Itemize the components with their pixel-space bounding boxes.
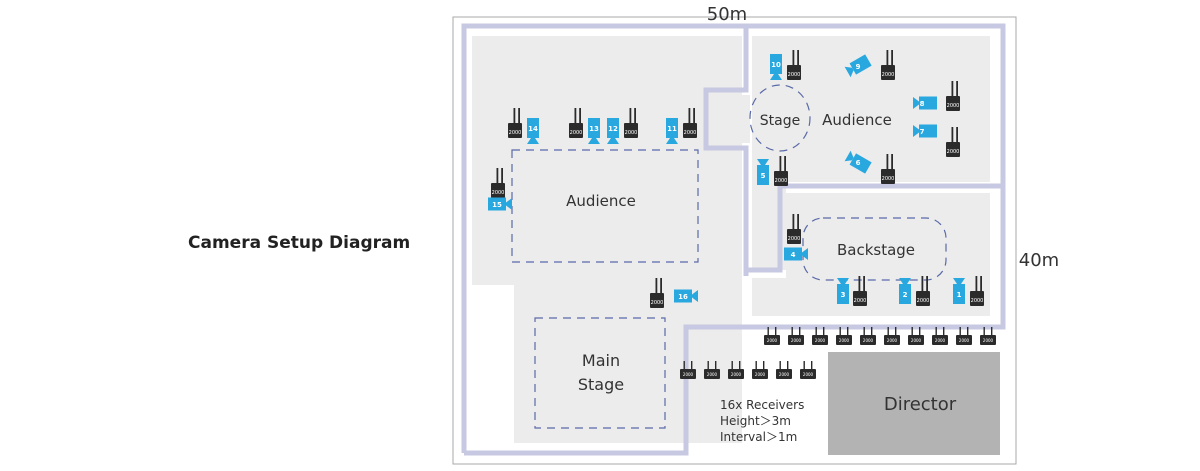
camera-11-icon	[666, 118, 678, 144]
camera-8-icon	[913, 96, 937, 110]
audience-left-label: Audience	[566, 192, 636, 210]
camera-number: 9	[856, 63, 861, 71]
camera-number: 12	[608, 125, 618, 133]
camera-number: 2	[903, 291, 908, 299]
camera-number: 6	[856, 159, 861, 167]
receiver-note-2: Height＞3m	[720, 414, 791, 428]
camera-4-icon	[784, 247, 808, 261]
main-stage-label-1: Main	[582, 351, 620, 370]
camera-14-icon	[527, 118, 539, 144]
camera-12-icon	[607, 118, 619, 144]
camera-3-icon	[837, 278, 849, 304]
camera-number: 3	[841, 291, 846, 299]
camera-number: 7	[920, 128, 925, 136]
camera-7-icon	[913, 124, 937, 138]
camera-number: 15	[492, 201, 502, 209]
walls	[461, 23, 1006, 456]
backstage-label: Backstage	[837, 241, 915, 259]
camera-number: 14	[528, 125, 538, 133]
camera-number: 4	[791, 251, 796, 259]
camera-number: 10	[771, 61, 781, 69]
director-room	[828, 352, 1000, 455]
height-label: 40m	[1019, 250, 1059, 271]
camera-5-icon	[757, 159, 769, 185]
diagram-title: Camera Setup Diagram	[188, 233, 411, 253]
main-stage-label-2: Stage	[578, 375, 624, 394]
camera-1-icon	[953, 278, 965, 304]
camera-number: 16	[678, 293, 688, 301]
audience-top-label: Audience	[822, 111, 892, 129]
camera-number: 5	[761, 172, 766, 180]
stage-label: Stage	[760, 113, 800, 129]
camera-number: 11	[667, 125, 677, 133]
width-label: 50m	[707, 4, 747, 25]
camera-2-icon	[899, 278, 911, 304]
receiver-note-3: Interval＞1m	[720, 430, 797, 444]
camera-10-icon	[770, 54, 782, 80]
camera-number: 1	[957, 291, 962, 299]
camera-15-icon	[488, 197, 512, 211]
camera-16-icon	[674, 289, 698, 303]
camera-9-icon	[844, 54, 872, 78]
camera-13-icon	[588, 118, 600, 144]
camera-number: 8	[920, 100, 925, 108]
device-layer: 14 13 12 11 15 16 10 9 8 7 6 5 4 3 2 1	[488, 50, 996, 379]
receiver-note-1: 16x Receivers	[720, 398, 804, 412]
camera-number: 13	[589, 125, 599, 133]
camera-6-icon	[844, 150, 872, 174]
director-label: Director	[884, 394, 957, 415]
